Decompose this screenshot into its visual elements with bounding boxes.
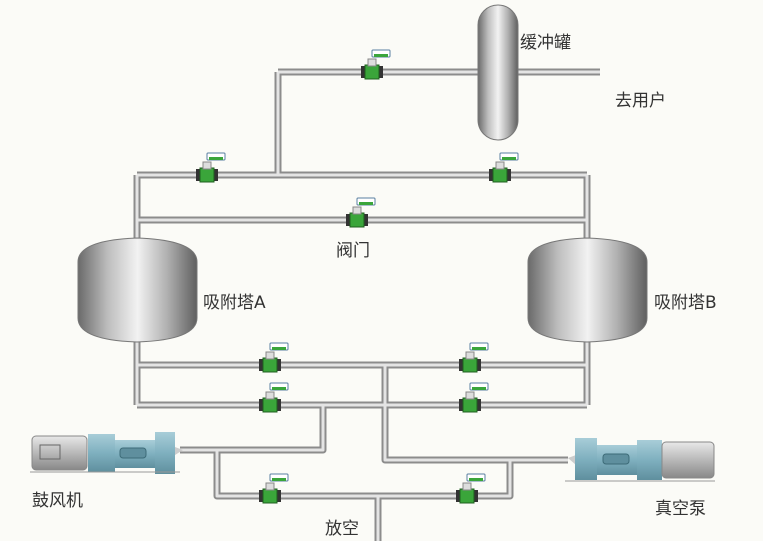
vacuum-pump-label: 真空泵 [655,499,706,519]
adsorption-tower-b [527,237,648,343]
valve[interactable] [459,382,489,413]
valve-label: 阀门 [336,241,370,261]
blower-label: 鼓风机 [32,491,83,511]
tower-a-label: 吸附塔A [203,293,266,313]
valve[interactable] [459,342,489,373]
valve[interactable] [456,473,486,504]
tower-b-label: 吸附塔B [654,293,717,313]
adsorption-tower-a [77,237,198,343]
buffer-tank-label: 缓冲罐 [520,33,571,53]
valve[interactable] [259,382,289,413]
valve[interactable] [489,152,519,183]
to-user-label: 去用户 [615,91,666,111]
valve[interactable] [259,473,289,504]
vacuum-pump-unit [565,438,715,482]
valve[interactable] [346,197,376,228]
valve[interactable] [259,342,289,373]
vent-label: 放空 [325,519,359,539]
buffer-tank [477,4,519,141]
blower-unit [30,432,183,474]
valve[interactable] [361,49,391,80]
valve[interactable] [196,152,226,183]
